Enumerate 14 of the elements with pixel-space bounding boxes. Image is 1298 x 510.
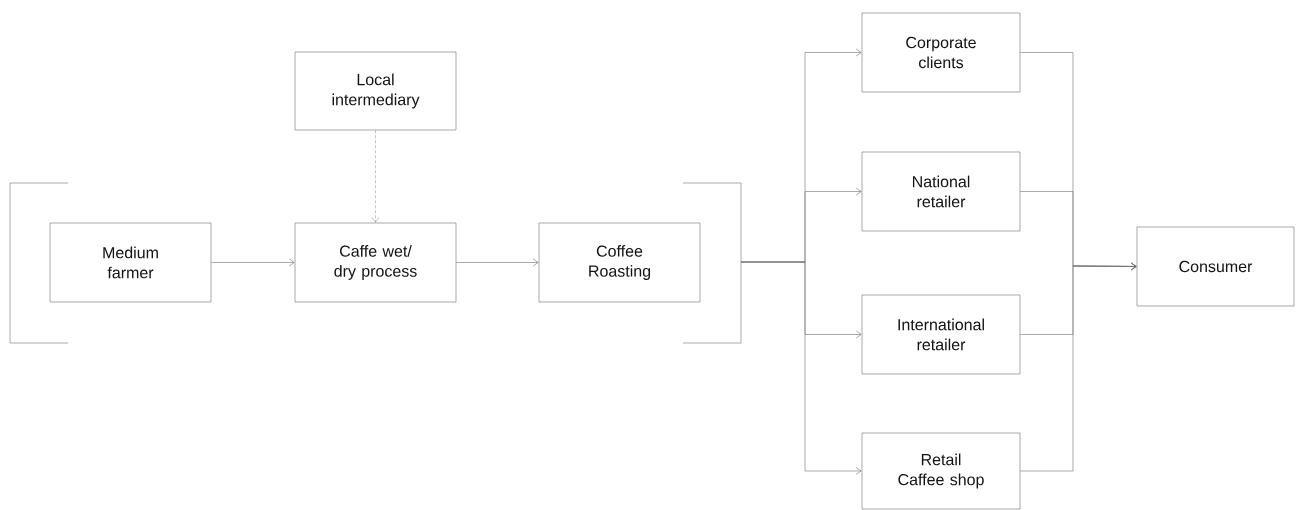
arrow [1020,262,1137,472]
process-box: National retailer [861,151,1021,232]
arrow [371,130,380,223]
arrow [456,258,539,267]
arrow [211,258,295,267]
process-box: Local intermediary [294,51,457,131]
process-box: International retailer [861,294,1021,375]
process-box: Medium farmer [49,222,212,303]
process-box: Coffee Roasting [538,222,701,303]
arrow [740,261,862,475]
process-box: Consumer [1136,226,1295,307]
process-box: Corporate clients [861,12,1021,93]
process-box: Caffe wet/ dry process [294,222,457,303]
process-box: Retail Caffee shop [861,432,1021,510]
